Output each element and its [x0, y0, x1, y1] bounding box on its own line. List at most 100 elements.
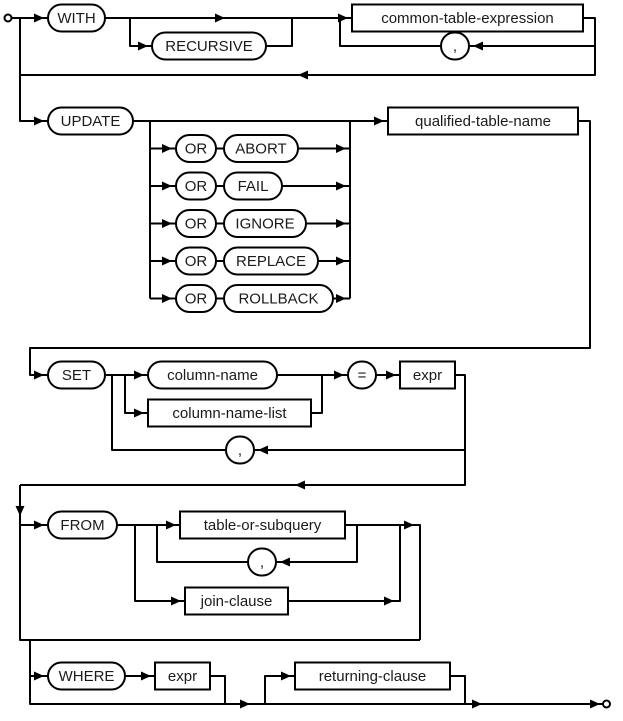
comma-label: , — [260, 554, 264, 571]
arrowhead — [334, 370, 344, 380]
keyword-ignore-label: IGNORE — [235, 216, 294, 233]
operator-equals: = — [347, 360, 377, 390]
arrowhead — [338, 13, 348, 23]
arrowhead — [138, 41, 148, 51]
rail-cte-comma-return — [339, 18, 441, 47]
keyword-or-label: OR — [185, 141, 208, 158]
arrowhead — [15, 506, 25, 516]
token-column-name-shape — [147, 360, 278, 390]
arrowhead — [295, 480, 305, 490]
arrowhead — [473, 41, 483, 51]
keyword-rollback-shape — [223, 284, 334, 313]
comma-separator-from: , — [247, 547, 277, 577]
rail-join-branch — [134, 525, 185, 602]
arrowhead — [240, 699, 250, 709]
nonterminal-expr-shape[interactable] — [399, 360, 456, 390]
keyword-recursive-label: RECURSIVE — [165, 38, 253, 55]
nonterminal-returning-clause[interactable]: returning-clause — [294, 661, 451, 691]
keyword-recursive-shape — [151, 31, 267, 61]
rail-where-entry — [29, 640, 48, 677]
arrowhead — [258, 445, 268, 455]
token-column-name-label: column-name — [167, 367, 258, 384]
keyword-with: WITH — [47, 3, 106, 33]
keyword-or-label: OR — [185, 291, 208, 308]
arrowhead — [336, 181, 346, 191]
keyword-set-shape — [47, 360, 106, 390]
keyword-replace-shape — [223, 246, 319, 276]
keyword-from-shape — [47, 510, 118, 540]
nonterminal-expr-set[interactable]: expr — [399, 360, 456, 390]
keyword-update: UPDATE — [47, 106, 134, 136]
keyword-where: WHERE — [47, 661, 126, 691]
nonterminal-table-or-subquery-shape[interactable] — [179, 510, 346, 540]
token-column-name: column-name — [147, 360, 278, 390]
or-abort-row: OR ABORT — [175, 134, 299, 163]
operator-equals-shape — [347, 360, 377, 390]
comma-label: , — [453, 38, 457, 55]
nonterminal-expr-where[interactable]: expr — [154, 661, 211, 691]
arrowhead — [280, 557, 290, 567]
rail-returning-return — [450, 675, 466, 704]
arrowhead — [281, 671, 291, 681]
comma-shape — [225, 435, 255, 465]
keyword-or-label: OR — [185, 216, 208, 233]
nonterminal-common-table-expression-label[interactable]: common-table-expression — [381, 10, 554, 27]
arrowhead — [298, 70, 308, 80]
arrowhead — [162, 181, 172, 191]
rail-join-return — [288, 525, 401, 602]
rail-recursive-branch — [129, 18, 152, 47]
arrowhead — [34, 13, 44, 23]
nonterminal-common-table-expression-shape[interactable] — [351, 3, 584, 33]
rail-recursive-return — [266, 18, 293, 47]
arrowhead — [215, 13, 225, 23]
keyword-from: FROM — [47, 510, 118, 540]
arrowhead — [171, 596, 181, 606]
arrowhead — [34, 520, 44, 530]
nonterminal-table-or-subquery-label[interactable]: table-or-subquery — [204, 517, 322, 534]
nonterminal-join-clause-shape[interactable] — [184, 586, 289, 616]
arrowhead — [162, 144, 172, 153]
rail-cnl-branch — [124, 375, 148, 414]
arrowhead — [34, 370, 44, 380]
keyword-or-shape — [175, 209, 217, 238]
rail-tos-exit — [345, 524, 421, 640]
keyword-ignore-shape — [223, 209, 307, 238]
nonterminal-expr-shape[interactable] — [154, 661, 211, 691]
nonterminal-returning-clause-shape[interactable] — [294, 661, 451, 691]
or-ignore-row: OR IGNORE — [175, 209, 307, 238]
nonterminal-qualified-table-name[interactable]: qualified-table-name — [387, 106, 579, 136]
nonterminal-qualified-table-name-label[interactable]: qualified-table-name — [415, 113, 551, 130]
keyword-from-label: FROM — [60, 517, 104, 534]
arrowheads — [15, 13, 600, 709]
operator-equals-label: = — [358, 367, 367, 384]
nonterminal-column-name-list-label[interactable]: column-name-list — [172, 405, 287, 422]
rail-cnl-return — [311, 375, 323, 414]
arrowhead — [134, 408, 144, 418]
arrowhead — [141, 671, 151, 681]
keyword-abort-shape — [223, 134, 299, 163]
or-rollback-row: OR ROLLBACK — [175, 284, 334, 313]
arrowhead — [34, 671, 44, 681]
arrowhead — [34, 116, 44, 126]
nonterminal-expr-label[interactable]: expr — [168, 668, 197, 685]
rail-from-comma-return — [156, 525, 248, 563]
arrowhead — [590, 699, 600, 709]
start-terminator-icon — [3, 13, 13, 23]
arrowhead — [336, 219, 346, 228]
keyword-rollback-label: ROLLBACK — [238, 291, 318, 308]
nonterminal-table-or-subquery[interactable]: table-or-subquery — [179, 510, 346, 540]
comma-separator-set: , — [225, 435, 255, 465]
nonterminal-expr-label[interactable]: expr — [413, 367, 442, 384]
nonterminal-qualified-table-name-shape[interactable] — [387, 106, 579, 136]
nonterminal-join-clause[interactable]: join-clause — [184, 586, 289, 616]
keyword-or-label: OR — [185, 253, 208, 270]
arrowhead — [166, 520, 176, 530]
nonterminal-returning-clause-label[interactable]: returning-clause — [319, 668, 427, 685]
nonterminal-common-table-expression[interactable]: common-table-expression — [351, 3, 584, 33]
arrowhead — [162, 294, 172, 303]
nonterminal-join-clause-label[interactable]: join-clause — [200, 593, 273, 610]
nonterminal-column-name-list-shape[interactable] — [147, 398, 312, 428]
nonterminal-column-name-list[interactable]: column-name-list — [147, 398, 312, 428]
rail-from-comma-branch — [276, 525, 358, 563]
